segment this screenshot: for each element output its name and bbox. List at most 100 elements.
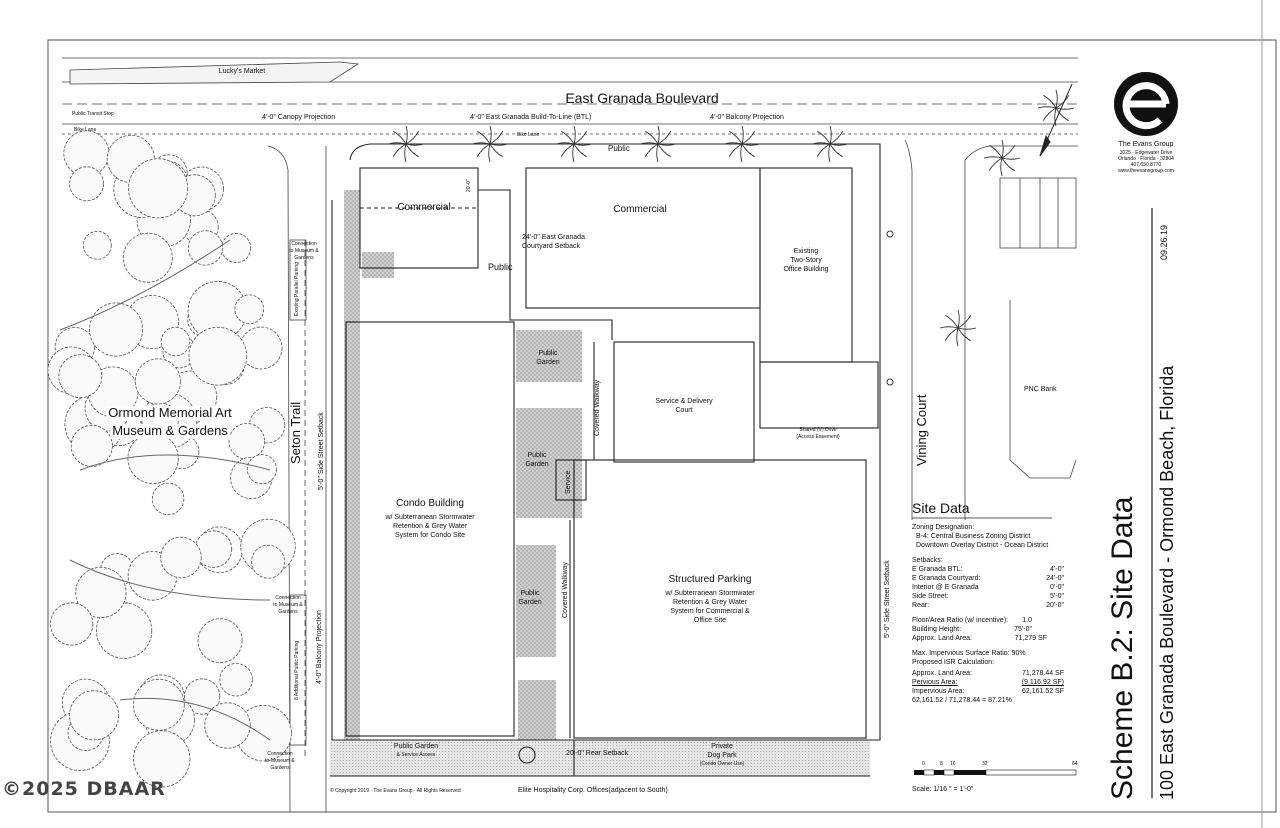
public-transit-label: Public Transit Stop <box>72 111 114 117</box>
canopy-projection-label: 4'-0" Canopy Projection <box>262 114 336 121</box>
bike-lane-left-label: Bike Lane <box>74 127 97 133</box>
sheet-frame <box>47 39 1277 813</box>
parking-line4: Office Site <box>693 617 727 624</box>
zoning-label: Zoning Designation: <box>912 524 975 531</box>
tree-canopy <box>194 530 233 568</box>
seton-trail-lines <box>267 145 327 813</box>
building-outlines <box>330 143 881 777</box>
company-name: The Evans Group <box>1118 141 1174 148</box>
graphic-scale <box>914 769 1077 776</box>
scale-tick: 32 <box>982 761 988 767</box>
palm-tree <box>983 139 1021 177</box>
condo-line2: Retention & Grey Water <box>392 523 468 530</box>
existing-office-line2: Two-Story <box>790 257 822 264</box>
scheme-title: Scheme B.2: Site Data <box>1106 496 1139 801</box>
tree-canopy <box>58 354 103 399</box>
tree-canopy <box>82 230 112 260</box>
copyright-label: © Copyright 2019 · The Evans Group · All… <box>330 788 461 794</box>
connection-2-line2: to Museum & <box>273 602 303 608</box>
tree-canopy <box>69 690 120 741</box>
condo-line1: w/ Subterranean Stormwater <box>385 514 475 521</box>
max-impervious: Max. Impervious Surface Ratio: 90% <box>912 650 1026 657</box>
museum-label-line1: Ormond Memorial Art <box>106 405 234 421</box>
tree-canopy <box>204 702 251 749</box>
public-garden-3-line2: Garden <box>518 599 542 606</box>
tree-canopy <box>188 326 248 386</box>
palm-tree <box>387 125 425 163</box>
tree-canopy <box>132 678 185 731</box>
scale-text: Scale: 1/16 " = 1'-0" <box>912 786 974 793</box>
existing-office-line3: Office Building <box>783 266 829 273</box>
connection-2-line3: Gardens <box>278 609 298 615</box>
tree-canopy <box>134 358 181 405</box>
palm-tree <box>723 125 761 163</box>
service-delivery-line2: Court <box>675 407 693 414</box>
north-arrow <box>1039 83 1073 157</box>
scale-tick: 8 <box>940 761 943 767</box>
company-address-2: Orlando · Florida · 32804 <box>1118 156 1174 162</box>
tree-canopy <box>127 432 179 485</box>
tree-canopy <box>50 602 94 646</box>
tree-canopy <box>160 326 191 357</box>
shared-drive-line1: Shared (V) Drive <box>799 427 837 433</box>
additional-parking-label: 8 Additional Public Parking <box>294 640 300 700</box>
balcony-projection-left: 4'-0" Balcony Projection <box>316 610 323 684</box>
isr-label: Proposed ISR Calculation: <box>912 659 995 666</box>
vining-court-lines <box>879 139 1078 520</box>
dog-park-line1: Private <box>711 743 733 750</box>
palm-tree <box>1037 89 1075 127</box>
public-garden-1-line1: Public <box>538 350 558 357</box>
tree-canopy <box>197 618 243 664</box>
connection-1-line2: to Museum & <box>289 248 319 254</box>
connection-1-line1: Connection <box>291 241 317 247</box>
evans-group-logo <box>1114 72 1178 136</box>
luckys-market-label: Lucky's Market <box>218 68 266 75</box>
museum-label-line2: Museum & Gardens <box>110 423 230 439</box>
tree-canopy <box>160 536 202 579</box>
tree-canopy <box>234 294 265 325</box>
tree-canopy <box>75 566 127 619</box>
tree-canopy <box>246 454 277 485</box>
company-web: www.theevansgroup.com <box>1118 168 1174 174</box>
tree-canopy <box>184 678 221 715</box>
connection-3-line1: Connection <box>267 751 293 757</box>
vining-court-label: Vining Court <box>914 394 929 466</box>
setbacks-label: Setbacks: <box>912 557 943 564</box>
existing-office-line1: Existing <box>793 248 819 255</box>
condo-line3: System for Condo Site <box>394 532 466 539</box>
parking-line1: w/ Subterranean Stormwater <box>665 590 755 597</box>
service-label: Service <box>565 470 572 494</box>
balcony-projection-top-label: 4'-0" Balcony Projection <box>710 114 784 121</box>
watermark: ©2025 DBAAR <box>2 778 166 800</box>
parking-line2: Retention & Grey Water <box>672 599 748 606</box>
side-street-setback-right: 5'-0" Side Street Setback <box>884 560 891 638</box>
palm-tree <box>811 125 849 163</box>
service-delivery-line1: Service & Delivery <box>655 398 713 405</box>
courtyard-setback-line1: 24'-0" East Granada <box>522 234 585 241</box>
scale-tick: 16 <box>950 761 956 767</box>
covered-walkway-upper: Covered Walkway <box>594 379 601 436</box>
boulevard-lines <box>62 57 1078 135</box>
zoning-line1: B-4: Central Business Zoning District <box>916 533 1031 540</box>
tree-canopy <box>89 302 144 357</box>
museum-trees <box>47 130 296 788</box>
tree-canopy <box>95 602 153 659</box>
connection-2-line1: Connection <box>275 595 301 601</box>
commercial-left-label: Commercial <box>397 202 451 213</box>
pnc-bank-label: PNC Bank <box>1024 386 1057 393</box>
existing-parking-label: Existing Parallel Parking <box>294 262 300 316</box>
land-area-row: Approx. Land Area:71,279 SF <box>912 635 1047 642</box>
boulevard-label: East Granada Boulevard <box>565 90 719 106</box>
condo-title: Condo Building <box>396 498 464 509</box>
drawing-date: 09.26.19 <box>1159 224 1169 260</box>
public-garden-2-line2: Garden <box>525 461 549 468</box>
tree-canopy <box>228 423 265 460</box>
side-street-setback-left: 5'-0" Side Street Setback <box>318 412 325 490</box>
public-garden-3-line1: Public <box>520 590 540 597</box>
parking-title: Structured Parking <box>668 574 752 585</box>
palm-tree <box>639 125 677 163</box>
public-mid-label: Public <box>488 262 513 272</box>
scale-tick: 0 <box>922 761 925 767</box>
tree-canopy <box>122 232 173 283</box>
